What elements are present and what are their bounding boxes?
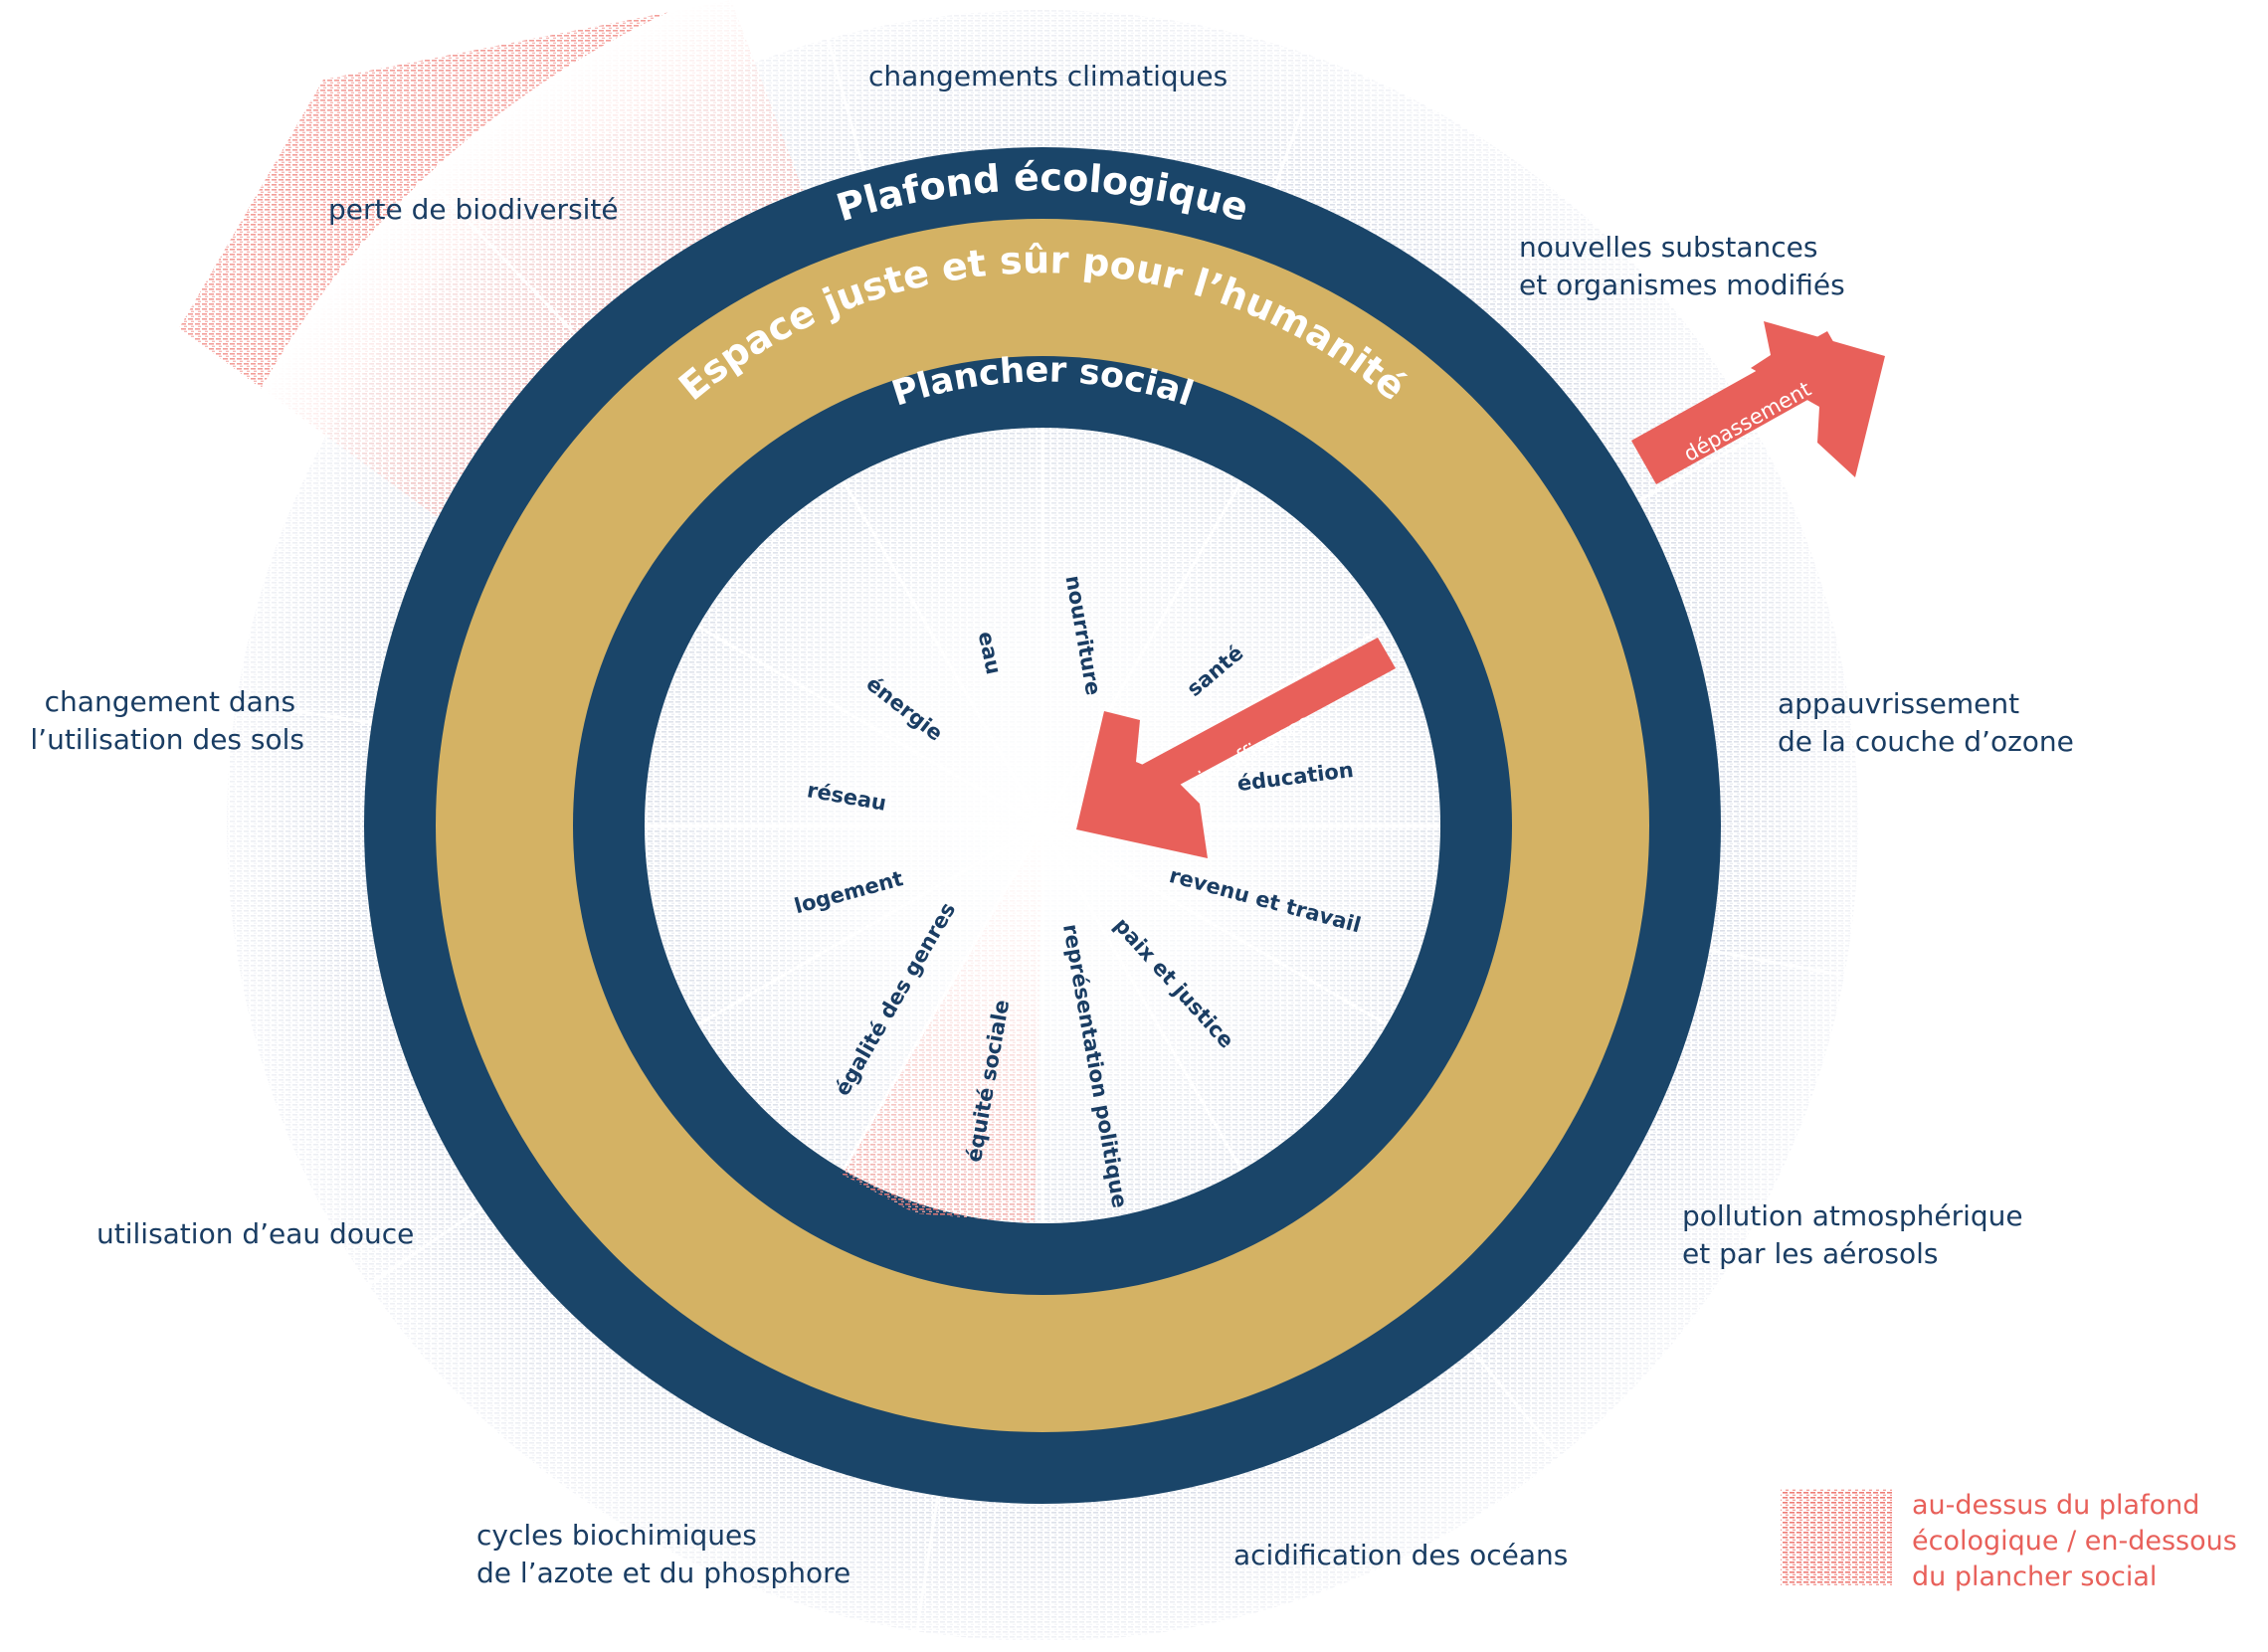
eco-label-land-use: changement dans l’utilisation des sols (30, 685, 304, 756)
legend-swatch (1781, 1489, 1892, 1585)
legend-text: au-dessus du plafond écologique / en-des… (1912, 1490, 2245, 1592)
eco-label-biodiversity: perte de biodiversité (328, 193, 619, 226)
inner-dividers (645, 428, 1440, 1223)
inner-core-field (645, 428, 1440, 1223)
shortfall-arrow-shaft (1136, 638, 1396, 799)
eco-label-freshwater: utilisation d’eau douce (96, 1217, 414, 1250)
eco-label-climate: changements climatiques (868, 60, 1228, 92)
eco-label-ozone: appauvrissement de la couche d’ozone (1778, 687, 2074, 758)
eco-label-aerosols: pollution atmosphérique et par les aéros… (1682, 1199, 2032, 1270)
eco-label-biochemical-flows: cycles biochimiques de l’azote et du pho… (476, 1519, 850, 1589)
shortfall-arrow-head (1076, 711, 1208, 858)
eco-label-novel-entities: nouvelles substances et organismes modif… (1519, 231, 1845, 301)
overshoot-arrow-head (1751, 321, 1885, 477)
eco-label-ocean-acidification: acidification des océans (1233, 1539, 1568, 1571)
legend: au-dessus du plafond écologique / en-des… (1781, 1489, 2245, 1592)
ecological-dimension-labels: changements climatiques nouvelles substa… (30, 60, 2074, 1589)
